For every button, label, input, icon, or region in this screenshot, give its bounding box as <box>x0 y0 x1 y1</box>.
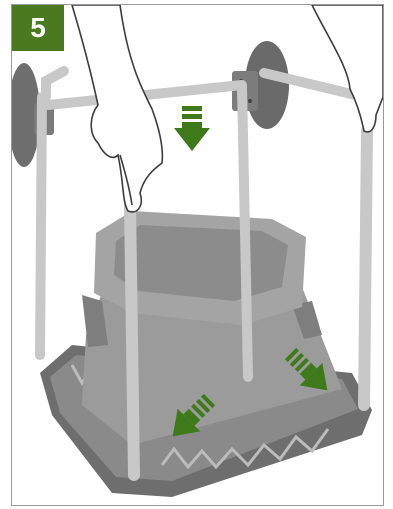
diagonal-arrow-right-icon <box>284 347 328 391</box>
lower-body <box>82 277 342 445</box>
down-arrow-icon <box>174 106 210 151</box>
diagonal-arrow-left-icon <box>172 393 216 437</box>
instruction-panel: 5 <box>11 4 384 506</box>
step-number-badge: 5 <box>12 5 64 51</box>
right-hand <box>311 5 383 133</box>
assembly-illustration <box>12 5 383 497</box>
left-hand <box>71 5 164 213</box>
handle-frame <box>35 66 373 481</box>
